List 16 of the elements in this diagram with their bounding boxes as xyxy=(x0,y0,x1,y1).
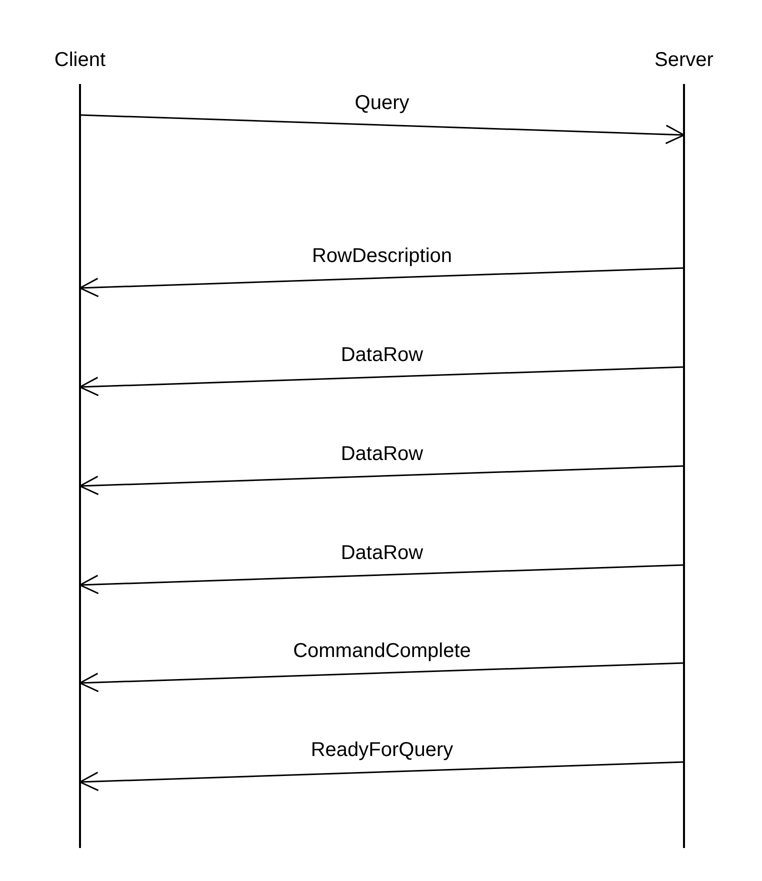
edge-label: ReadyForQuery xyxy=(310,738,454,762)
edge-label: DataRow xyxy=(340,343,424,367)
edge-label: CommandComplete xyxy=(293,639,471,663)
edge-label: DataRow xyxy=(340,541,424,565)
message-arrow xyxy=(79,267,684,298)
participant-label: Client xyxy=(54,48,106,72)
message-arrow xyxy=(79,761,684,792)
edge-label: RowDescription xyxy=(312,244,452,268)
message-arrow xyxy=(80,114,685,144)
edge-label: DataRow xyxy=(340,442,424,466)
participant-label: Server xyxy=(654,48,714,72)
edge-label: Query xyxy=(354,91,410,115)
message-arrow xyxy=(79,366,684,396)
message-arrow xyxy=(79,662,684,692)
message-arrow xyxy=(79,564,684,594)
message-arrow xyxy=(79,465,684,496)
